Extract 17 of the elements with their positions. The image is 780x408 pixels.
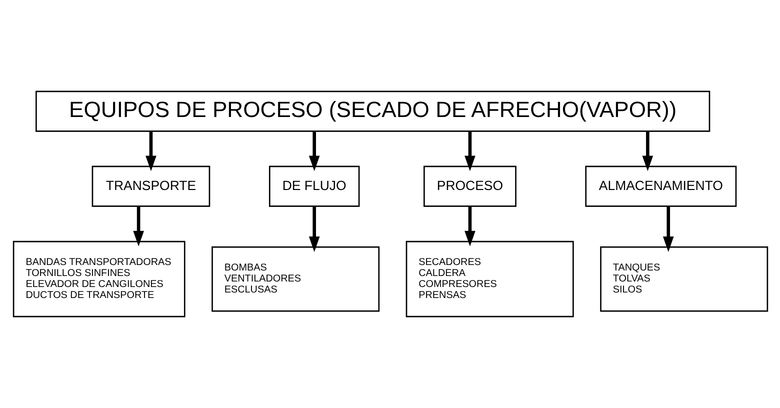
- node-box: SECADORES CALDERA COMPRESORES PRENSAS: [405, 240, 574, 318]
- arrow: [642, 131, 653, 172]
- node-box: ALMACENAMIENTO: [584, 166, 736, 207]
- arrow: [464, 131, 475, 172]
- arrow: [145, 131, 156, 172]
- node-box: TANQUES TOLVAS SILOS: [600, 246, 768, 312]
- node-box: BANDAS TRANSPORTADORAS TORNILLOS SINFINES ELEVADOR DE CANGILONES DUCTOS DE TRANSPORTE: [12, 240, 185, 318]
- arrow: [308, 206, 320, 252]
- node-box: DE FLUJO: [268, 166, 360, 207]
- node-box: PROCESO: [423, 166, 516, 207]
- node-box: BOMBAS VENTILADORES ESCLUSAS: [211, 246, 380, 312]
- node-box: TRANSPORTE: [91, 166, 210, 207]
- node-box: EQUIPOS DE PROCESO (SECADO DE AFRECHO(VAPOR)): [35, 90, 710, 132]
- arrow: [132, 206, 144, 246]
- arrow: [662, 206, 674, 252]
- arrow: [464, 206, 475, 246]
- arrow: [308, 131, 320, 172]
